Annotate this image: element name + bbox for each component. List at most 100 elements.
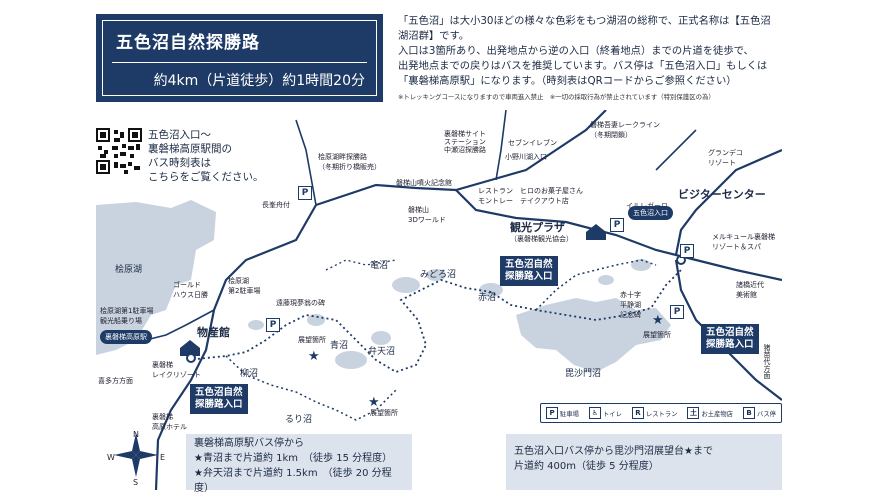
restriction-note: ※トレッキングコースになりますので車両進入禁止 ※一切の採取行為が禁止されていま… — [398, 93, 715, 101]
label-seven-eleven: セブンイレブン — [508, 139, 557, 147]
qr-caption: 五色沼入口～ 裏磐梯高原駅間の バス時刻表は こちらをご覧ください。 — [148, 128, 264, 184]
label-viewpoint: 展望箇所 — [298, 336, 326, 344]
label-akanomatsu: 赤十字 平静湖 記念碑 — [620, 291, 641, 319]
pond-shape — [631, 259, 651, 271]
main-road — [674, 148, 782, 256]
legend-item: ♿トイレ — [588, 407, 622, 419]
qr-code[interactable] — [96, 128, 142, 174]
label-bentennuma: 弁天沼 — [368, 347, 396, 357]
title-panel: 五色沼自然探勝路 約4km（片道徒歩）約1時間20分 — [96, 14, 383, 102]
trail-route — [535, 259, 657, 311]
viewpoint-star: ★ — [368, 395, 380, 410]
description-line: 「裏磐梯高原駅」になります。（時刻表はQRコードからご参照ください） — [398, 75, 737, 87]
legend-label: お土産物店 — [701, 410, 733, 418]
qr-caption-line: 五色沼入口～ — [148, 129, 211, 141]
entrance-label-west[interactable]: 五色沼自然 探勝路入口 — [190, 384, 248, 414]
bus-stop-station[interactable]: 裏磐梯高原駅 — [100, 330, 152, 344]
label-bandai-volcano: 磐梯山噴火記念館 — [396, 179, 452, 187]
info-distance: ★弁天沼まで片道約 1.5km — [194, 468, 318, 479]
pond-shape — [426, 269, 446, 281]
label-viewpoint: 展望箇所 — [370, 409, 398, 417]
label-aka-numa: 赤沼 — [478, 293, 497, 303]
label-nakasenuma-walk: 桧原湖畔探勝路 （冬期折り橋販売） — [318, 153, 381, 171]
parking-icon: P — [298, 186, 312, 200]
qr-caption-line: バス時刻表は — [148, 157, 211, 169]
viewpoint-star: ★ — [652, 313, 664, 328]
main-road — [655, 129, 697, 171]
title-divider — [112, 62, 367, 63]
title-frame — [102, 20, 377, 96]
parking-icon: P — [546, 407, 559, 419]
info-time: （徒歩 20 分程度） — [194, 468, 392, 494]
description: 「五色沼」は大小30ほどの様々な色彩をもつ湖沼の総称で、正式名称は【五色沼 湖沼… — [398, 14, 788, 89]
pond-shape — [598, 275, 614, 285]
souvenir-icon: 土 — [687, 407, 700, 419]
label-ru-numa: るり沼 — [285, 415, 313, 425]
label-lakeresort: 裏磐梯 レイクリゾート — [152, 361, 201, 379]
legend-label: レストラン — [645, 410, 678, 418]
label-lakeline: 磐梯吾妻レークライン （冬期閉鎖） — [590, 121, 660, 139]
label-kanko-plaza: 観光プラザ — [510, 221, 565, 234]
description-line: 出発地点までの戻りはバスを推奨しています。バス停は「五色沼入口」もしくは — [398, 60, 768, 72]
pond-shape — [248, 320, 264, 330]
label-tatsu-numa: 竜沼 — [370, 261, 389, 271]
map-canvas: ★ ★ ★ — [96, 110, 782, 490]
label-hiro: ヒロのお菓子屋さん テイクアウト店 — [520, 187, 583, 205]
info-station: 裏磐梯高原駅バス停から ★青沼まで片道約 1km （徒歩 15 分程度） ★弁天… — [186, 434, 412, 494]
entrance-house-icon — [180, 340, 200, 356]
label-endo-monument: 遠藤現夢翁の碑 — [276, 299, 325, 307]
description-line: 湖沼群】です。 — [398, 30, 470, 42]
description-line: 「五色沼」は大小30ほどの様々な色彩をもつ湖沼の総称で、正式名称は【五色沼 — [398, 15, 771, 27]
trail-map: ★ ★ ★ — [96, 110, 782, 490]
label-kanko-plaza-sub: （裏磐梯観光協会） — [510, 235, 573, 243]
label-kitashiobara: 喜多方方面 — [98, 377, 133, 385]
label-hibara-no2: 桧原湖 第2駐車場 — [228, 277, 261, 295]
compass-e: E — [160, 453, 166, 462]
restaurant-icon: R — [631, 407, 644, 419]
entrance-label-plaza[interactable]: 五色沼自然 探勝路入口 — [500, 256, 558, 286]
qr-caption-line: こちらをご覧ください。 — [148, 171, 264, 183]
qr-caption-line: 裏磐梯高原駅間の — [148, 143, 232, 155]
trail-route — [225, 355, 397, 421]
main-road — [295, 119, 317, 206]
label-ononuma: 小野川湖入口 — [505, 153, 547, 161]
entrance-label-east[interactable]: 五色沼自然 探勝路入口 — [701, 324, 759, 354]
description-line: 入口は3箇所あり、出発地点から逆の入口（終着地点）までの片道を徒歩で、 — [398, 45, 754, 57]
info-heading: 裏磐梯高原駅バス停から — [194, 438, 304, 449]
bus-stop-marker — [186, 353, 196, 363]
label-ao-numa: 青沼 — [330, 341, 349, 351]
parking-icon: P — [680, 244, 694, 258]
compass-rose — [114, 433, 158, 477]
label-lake-hibara: 桧原湖 — [115, 265, 143, 275]
label-grandeco: グランデコ リゾート — [708, 149, 743, 167]
legend-item: 土お土産物店 — [687, 407, 733, 419]
parking-icon: P — [266, 318, 280, 332]
label-hibara-no1: 桧原湖第1駐車場 観光船乗り場 — [100, 307, 154, 325]
info-row: ★弁天沼まで片道約 1.5km （徒歩 20 分程度） — [194, 466, 404, 496]
toilet-icon: ♿ — [588, 407, 601, 419]
label-mercure: メルキュール裏磐梯 リゾート＆スパ — [712, 233, 775, 251]
lake-hibara-shape — [96, 200, 216, 355]
info-line: 片道約 400m（徒歩 5 分程度） — [514, 461, 659, 472]
main-road — [154, 110, 607, 490]
bishamon-lake-shape — [516, 298, 671, 372]
page-title: 五色沼自然探勝路 — [116, 33, 260, 53]
label-bishamon-numa: 毘沙門沼 — [565, 369, 602, 379]
legend-label: バス停 — [757, 410, 776, 418]
info-time: （徒歩 15 分程度） — [308, 453, 393, 464]
label-restaurant-montrei: レストラン モントレー — [478, 187, 513, 205]
trail-route — [187, 269, 682, 373]
label-ice-station: 裏磐梯サイト ステーション 中瀬沼探勝路 — [444, 130, 486, 154]
parking-icon: P — [610, 218, 624, 232]
label-choja: 長峯舟付 — [262, 201, 290, 209]
info-goshiki: 五色沼入口バス停から毘沙門沼展望台★まで 片道約 400m（徒歩 5 分程度） — [506, 434, 782, 490]
parking-icon: P — [670, 305, 684, 319]
pond-shape — [392, 277, 420, 293]
label-midoro-numa: みどろ沼 — [420, 270, 457, 280]
bus-stop-goshiki[interactable]: 五色沼入口 — [628, 206, 673, 220]
label-bussankan: 物産館 — [197, 326, 230, 339]
info-line: 五色沼入口バス停から毘沙門沼展望台★まで — [514, 446, 713, 457]
